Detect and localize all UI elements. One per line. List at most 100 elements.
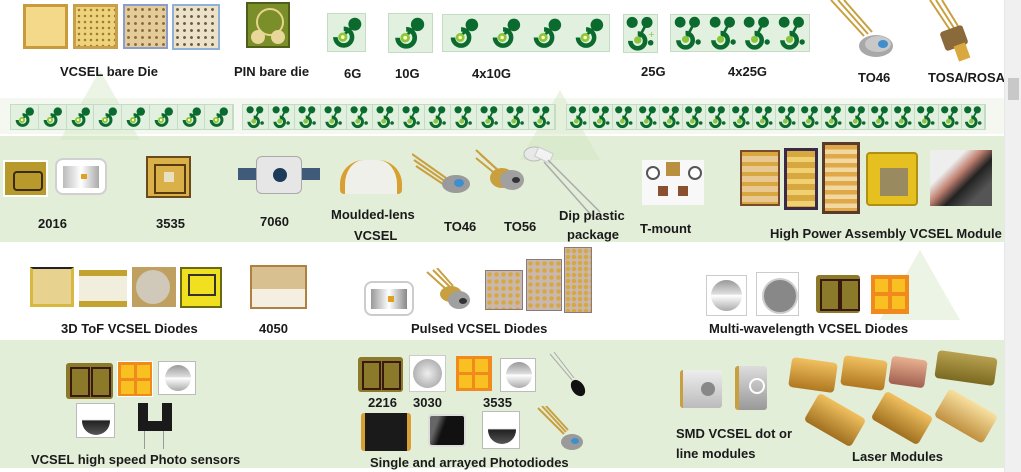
- logo-chip-array: [442, 14, 610, 52]
- optical-logo-25g-icon: [402, 105, 425, 129]
- optical-logo-icon: [575, 18, 603, 48]
- smd-module-image: [735, 366, 767, 410]
- optical-logo-25g-icon: [870, 105, 893, 129]
- optical-logo-25g-icon: [743, 16, 770, 50]
- pin-bare-die-label: PIN bare die: [234, 64, 310, 79]
- logo-chip-array: [670, 14, 810, 52]
- high-power-array-image: [822, 142, 860, 214]
- bare-die-image: [73, 4, 118, 49]
- optical-logo-25g-icon: [592, 105, 614, 129]
- optical-logo-icon: [43, 105, 67, 129]
- chip-4x25g-label: 4x25G: [728, 64, 768, 79]
- laser-module-image: [840, 355, 888, 391]
- logo-chip: [388, 13, 433, 53]
- multi-wavelength-image: [816, 275, 860, 313]
- optical-logo-25g-icon: [801, 105, 823, 129]
- dip-plastic-image: [523, 146, 601, 217]
- slot-sensor-image: [138, 403, 172, 431]
- photodiode-2216-label: 2216: [368, 395, 397, 410]
- to56-package-label: TO56: [504, 219, 537, 234]
- to46-label: TO46: [858, 70, 891, 85]
- optical-logo-icon: [15, 105, 39, 129]
- to-photodiode-image: [537, 406, 583, 450]
- high-power-array-image: [740, 150, 780, 206]
- smd-modules-label-1: SMD VCSEL dot or: [676, 426, 793, 441]
- optical-logo-25g-icon: [615, 105, 637, 129]
- smd-modules-label-2: line modules: [676, 446, 756, 461]
- multi-wavelength-image: [706, 275, 747, 316]
- pulsed-array-image: [485, 270, 523, 310]
- laser-modules-label: Laser Modules: [852, 449, 944, 464]
- optical-logo-25g-icon: [894, 105, 916, 129]
- optical-logo-icon: [492, 18, 520, 48]
- package-4050-image: [250, 265, 307, 309]
- optical-logo-icon: [71, 105, 95, 129]
- package-7060-label: 7060: [260, 214, 289, 229]
- ir-photodiode-image: [549, 352, 586, 397]
- tosa-rosa-image: [929, 0, 971, 62]
- optical-logo-25g-icon: [674, 16, 701, 50]
- tof-diodes-label: 3D ToF VCSEL Diodes: [61, 321, 198, 336]
- to46-package-label: TO46: [444, 219, 477, 234]
- optical-logo-icon: [98, 105, 122, 129]
- optical-logo-25g-icon: [298, 105, 321, 129]
- pin-die-image: [246, 2, 290, 48]
- optical-logo-25g-icon: [754, 105, 776, 129]
- tof-diode-image: [132, 267, 176, 307]
- tof-diode-image: [79, 270, 127, 307]
- photodiode-3535-label: 3535: [483, 395, 512, 410]
- optical-logo-25g-icon: [506, 105, 529, 129]
- tof-diode-image: [30, 267, 74, 307]
- optical-logo-25g-icon: +: [626, 16, 655, 51]
- multi-wavelength-image: [871, 275, 909, 314]
- photodiode-image: [500, 358, 536, 392]
- to46-package-image: [412, 153, 470, 193]
- pulsed-array-image: [564, 247, 592, 313]
- optical-logo-25g-icon: [376, 105, 399, 129]
- package-4050-label: 4050: [259, 321, 288, 336]
- chip-10g-label: 10G: [395, 66, 420, 81]
- dip-plastic-label-1: Dip plastic: [559, 208, 625, 223]
- laser-module-image: [888, 355, 928, 389]
- chip-6g-label: 6G: [344, 66, 362, 81]
- optical-logo-25g-icon: [324, 105, 347, 129]
- chip-25g-label: 25G: [641, 64, 666, 79]
- optical-logo-25g-icon: [778, 105, 800, 129]
- photodiodes-label: Single and arrayed Photodiodes: [370, 455, 569, 470]
- optical-logo-icon: [209, 105, 233, 129]
- tof-diode-image: [180, 267, 222, 308]
- optical-logo-25g-icon: [940, 105, 962, 129]
- optical-logo-icon: [533, 18, 562, 48]
- optical-logo-icon: [450, 18, 479, 48]
- optical-logo-25g-icon: [917, 105, 939, 129]
- pulsed-diode-image: [364, 281, 414, 316]
- moulded-lens-label-1: Moulded-lens: [331, 207, 415, 222]
- package-3535-label: 3535: [156, 216, 185, 231]
- optical-logo-25g-icon: [428, 105, 451, 129]
- optical-logo-icon: [126, 105, 150, 129]
- photo-sensors-label: VCSEL high speed Photo sensors: [31, 452, 241, 467]
- optical-logo-25g-icon: [731, 105, 753, 129]
- optical-logo-25g-icon: [350, 105, 373, 129]
- high-power-array-image: [784, 148, 818, 210]
- bare-die-image: [172, 4, 220, 50]
- optical-logo-25g-icon: [661, 105, 684, 129]
- package-2016-image: [3, 160, 48, 197]
- photodiode-image: [482, 411, 520, 449]
- multi-wavelength-image: [756, 272, 799, 316]
- svg-text:+: +: [648, 29, 655, 39]
- optical-logo-25g-icon: [709, 16, 736, 50]
- vertical-scrollbar[interactable]: [1004, 0, 1021, 472]
- photo-sensor-image: [66, 363, 113, 399]
- to46-can-image: [830, 0, 893, 57]
- optical-logo-25g-icon: [685, 105, 707, 129]
- chip-4x10g-label: 4x10G: [472, 66, 512, 81]
- photodiode-2216-image: [358, 357, 403, 392]
- scrollbar-thumb[interactable]: [1008, 78, 1019, 100]
- slot-sensor-pin: [144, 431, 145, 449]
- optical-logo-25g-icon: [963, 105, 985, 129]
- dip-plastic-label-2: package: [567, 227, 620, 242]
- vcsel-bare-die-label: VCSEL bare Die: [60, 64, 159, 79]
- laser-module-image: [788, 356, 838, 394]
- optical-logo-25g-icon: [569, 105, 591, 129]
